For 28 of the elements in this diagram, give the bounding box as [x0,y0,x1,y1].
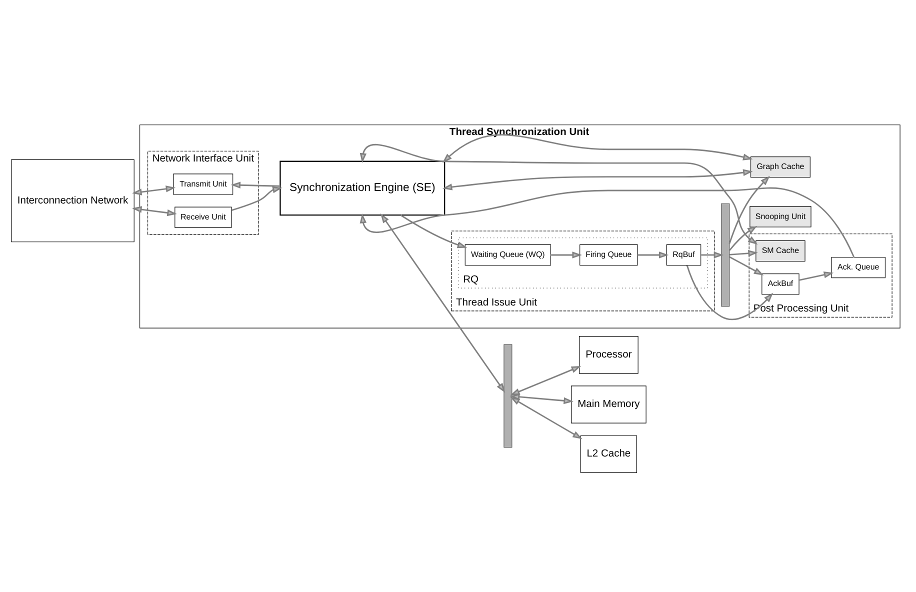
node-box: Interconnection Network [11,158,134,242]
arrow [638,251,669,258]
arrow [360,186,855,258]
arrow [380,212,506,392]
arrow [728,225,758,250]
arrow [798,270,834,280]
arrow [728,175,770,244]
node-box: Synchronization Engine (SE) [280,160,446,216]
arrow [550,251,582,258]
arrow [442,168,753,190]
arrow [510,366,582,395]
node-box: L2 Cache [580,434,637,472]
arrow [360,144,758,244]
arrow [686,264,774,320]
arrow [400,214,468,248]
arrow [442,134,753,162]
node-box: Main Memory [571,385,646,423]
arrow [231,186,282,210]
arrow [510,396,582,439]
node-bar [721,202,730,306]
arrow [230,181,280,188]
arrow [132,185,176,195]
arrow [729,249,758,256]
node-box: Processor [579,336,638,374]
node-bar [504,344,512,448]
arrow [701,251,724,258]
arrow [729,256,764,275]
arrow [132,206,177,216]
